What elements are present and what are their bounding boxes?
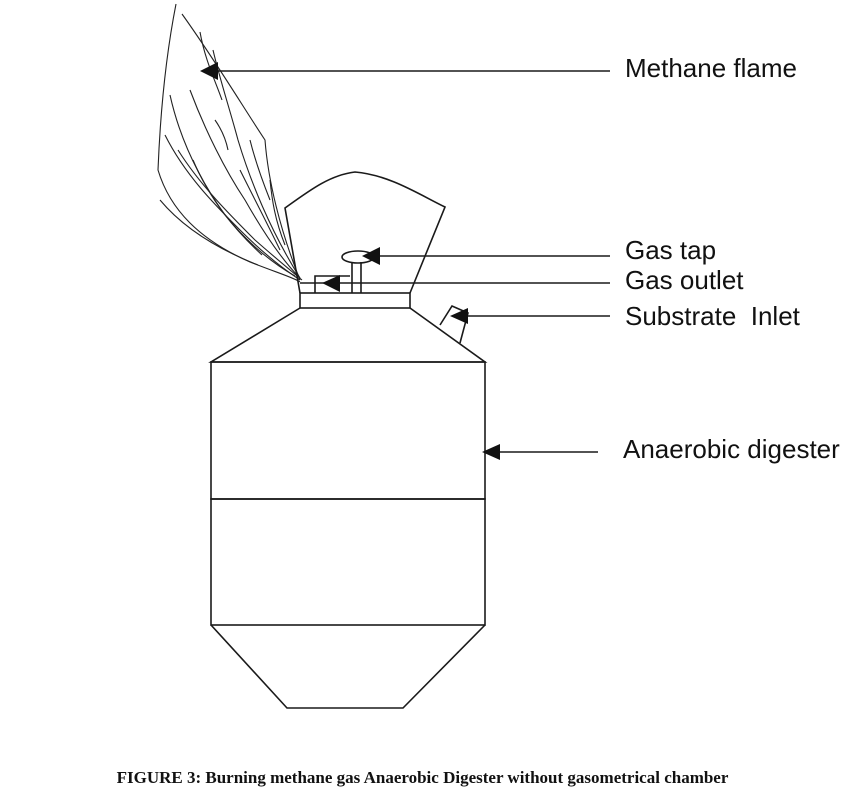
substrate-inlet (439, 304, 469, 344)
leader-anaerobic-digester (482, 444, 598, 460)
tank-bottom-cone (210, 624, 486, 709)
figure-caption: FIGURE 3: Burning methane gas Anaerobic … (116, 768, 729, 787)
gas-tap-stem (351, 262, 362, 293)
label-methane-flame: Methane flame (625, 53, 797, 83)
tank-body-lower (210, 498, 486, 626)
arrow-icon (200, 62, 218, 80)
top-hood (284, 171, 447, 294)
label-substrate-inlet: Substrate Inlet (625, 301, 801, 331)
tank-body-upper (210, 361, 486, 500)
tank-collar (299, 292, 411, 309)
tank-shoulder (208, 307, 488, 363)
leader-methane-flame (200, 62, 610, 80)
label-anaerobic-digester: Anaerobic digester (623, 434, 840, 464)
methane-flame (157, 3, 303, 283)
leader-gas-outlet (300, 275, 610, 292)
label-gas-outlet: Gas outlet (625, 265, 744, 295)
label-gas-tap: Gas tap (625, 235, 716, 265)
arrow-icon (362, 247, 380, 265)
leader-substrate-inlet (450, 308, 610, 324)
arrow-icon (482, 444, 500, 460)
arrow-icon (322, 275, 340, 292)
leader-gas-tap (362, 247, 610, 265)
arrow-icon (450, 308, 468, 324)
